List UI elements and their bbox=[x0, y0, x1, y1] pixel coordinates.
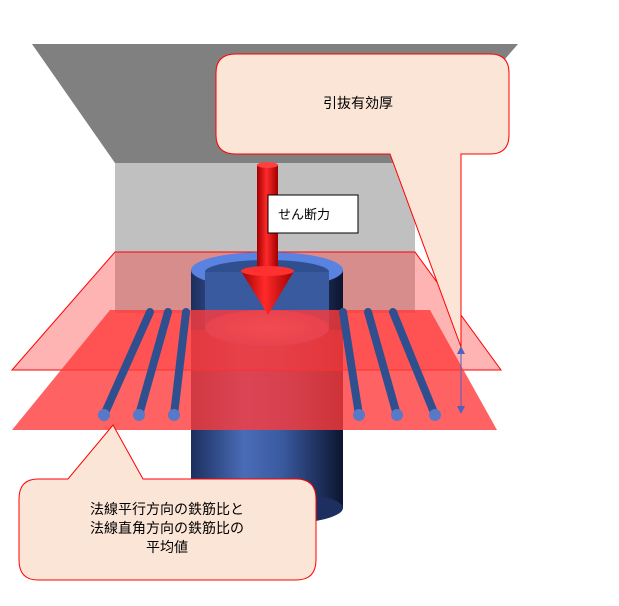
callout-effective-thickness bbox=[215, 53, 510, 348]
callout-rebar-ratio-line1: 法線平行方向の鉄筋比と bbox=[90, 501, 244, 518]
callout-effective-thickness-text: 引抜有効厚 bbox=[323, 96, 393, 112]
rebar-end bbox=[168, 409, 180, 421]
rebar-end bbox=[133, 409, 145, 421]
rebar-end bbox=[391, 409, 403, 421]
callout-rebar-ratio bbox=[18, 424, 317, 581]
rebar-end bbox=[353, 409, 365, 421]
rebar-grid bbox=[91, 308, 445, 421]
shear-arrow-head-top bbox=[241, 266, 294, 276]
callout-rebar-ratio-line2: 法線直角方向の鉄筋比の bbox=[90, 520, 244, 537]
shear-arrow-shaft-top bbox=[257, 162, 278, 168]
callout-shear-force-text: せん断力 bbox=[278, 208, 330, 223]
callout-rebar-ratio-line3: 平均値 bbox=[146, 540, 188, 556]
effective-depth-dimension bbox=[457, 346, 465, 414]
callout-shear-force bbox=[267, 194, 359, 234]
shear-arrow-head bbox=[241, 271, 294, 315]
rebar-end bbox=[98, 409, 110, 421]
rebar-end bbox=[429, 409, 441, 421]
